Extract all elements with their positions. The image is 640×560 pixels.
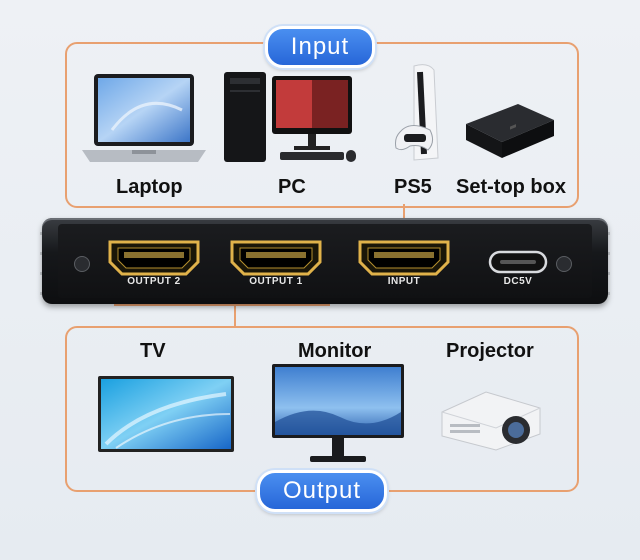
desktop-pc-icon xyxy=(224,72,356,162)
set-top-box-label: Set-top box xyxy=(456,176,566,198)
hdmi-output-1-port[interactable] xyxy=(230,240,322,276)
screw-icon xyxy=(74,256,90,272)
dc5v-port-label: DC5V xyxy=(503,276,533,287)
usb-c-power-port[interactable] xyxy=(488,250,548,274)
monitor-icon xyxy=(272,364,404,462)
ps5-label: PS5 xyxy=(394,176,432,198)
hdmi-input-port[interactable] xyxy=(358,240,450,276)
input-port-label: INPUT xyxy=(387,276,421,287)
laptop-label: Laptop xyxy=(116,176,183,198)
ps5-console-icon xyxy=(395,64,439,161)
input-connector-line xyxy=(403,204,405,226)
projector-icon xyxy=(441,391,541,451)
projector-label: Projector xyxy=(446,340,534,362)
laptop-icon xyxy=(82,74,206,162)
tv-label: TV xyxy=(140,340,166,362)
output-port-bracket xyxy=(114,304,330,306)
tv-icon xyxy=(98,376,234,452)
set-top-box-icon xyxy=(466,104,554,158)
output-connector-line xyxy=(234,304,236,328)
input-badge: Input xyxy=(265,26,375,68)
output-1-port-label: OUTPUT 1 xyxy=(249,276,303,287)
pc-label: PC xyxy=(278,176,306,198)
monitor-label: Monitor xyxy=(298,340,372,362)
output-2-port-label: OUTPUT 2 xyxy=(127,276,181,287)
hdmi-output-2-port[interactable] xyxy=(108,240,200,276)
screw-icon xyxy=(556,256,572,272)
output-badge: Output xyxy=(257,470,387,512)
